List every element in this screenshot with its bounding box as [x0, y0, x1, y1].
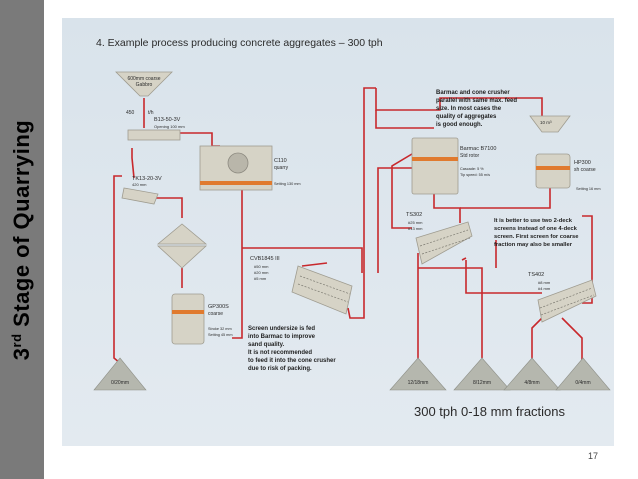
cone-detail-1: Stroke 32 mm: [208, 327, 232, 331]
note-barmac-line: is good enough.: [436, 122, 483, 128]
note-screens: It is better to use two 2-deck screens i…: [494, 218, 579, 248]
note-undersize-line: to feed it into the cone crusher: [248, 358, 336, 364]
hp300-feed-bin: [529, 115, 571, 133]
feed-hopper: [115, 71, 173, 97]
stockpile-4-8: [503, 357, 561, 391]
hp300-band: [536, 166, 570, 170]
ts402-screen: [537, 279, 597, 323]
ts302-decks: [419, 229, 471, 255]
grizzly-feeder: [127, 129, 181, 141]
note-undersize-line: into Barmac to improve: [248, 334, 316, 340]
ts402-deck-1: #8 mm: [538, 280, 551, 285]
barmac-name: Barmac B7100: [460, 146, 496, 152]
process-diagram-photo: 4. Example process producing concrete ag…: [62, 18, 614, 446]
stockpile-8-12: [453, 357, 511, 391]
barmac-detail-2: Tip speed: 55 m/s: [460, 173, 490, 177]
summary-text: 300 tph 0-18 mm fractions: [414, 404, 566, 419]
tk-name: TK13-20-3V: [132, 176, 162, 182]
note-screens-line: screen. First screen for coarse: [494, 234, 579, 240]
barmac-b7100: [411, 137, 459, 195]
hp300-detail: Setting 16 mm: [576, 187, 600, 191]
hp300-sub: sh coarse: [574, 167, 596, 173]
process-flow-diagram: 4. Example process producing concrete ag…: [62, 18, 614, 446]
tk-detail: 420 mm: [132, 182, 147, 187]
note-screens-line: It is better to use two 2-deck: [494, 218, 573, 224]
note-barmac-line: size. In most cases the: [436, 106, 502, 112]
note-barmac-line: quality of aggregates: [436, 114, 497, 120]
side-title-superscript: rd: [8, 333, 24, 348]
note-barmac-cone: Barmac and cone crusher parallel with sa…: [436, 90, 517, 128]
jaw-name: C110: [274, 158, 287, 164]
cvb-name: CVB1845 III: [250, 256, 280, 262]
note-undersize-line: It is not recommended: [248, 350, 312, 356]
jaw-crusher-band: [200, 181, 272, 185]
page-number: 17: [588, 451, 599, 461]
cvb-deck-2: #20 mm: [254, 270, 269, 275]
cone-name: GP300S: [208, 304, 229, 310]
hp300-name: HP300: [574, 160, 591, 166]
note-undersize-line: sand quality.: [248, 342, 285, 348]
feed-label-line2: Gabbro: [136, 82, 153, 88]
note-undersize: Screen undersize is fed into Barmac to i…: [248, 326, 336, 372]
cvb-decks: [297, 275, 351, 303]
pile-label-0-4: 0/4mm: [575, 380, 590, 386]
barmac-detail-1: Cascade: 5 %: [460, 167, 484, 171]
tk-scalping-screen: [121, 187, 159, 205]
cone-crusher-hp300: [535, 153, 571, 189]
cvb-deck-1: #50 mm: [254, 264, 269, 269]
cone-sub: coarse: [208, 311, 223, 317]
slide-side-title: 3rd Stage of Quarrying: [9, 120, 35, 360]
cone-detail-2: Setting 45 mm: [208, 333, 232, 337]
ts402-decks: [539, 287, 595, 316]
ts302-name: TS302: [406, 212, 422, 218]
cone-crusher-band: [172, 310, 204, 314]
jaw-sub: quarry: [274, 165, 289, 171]
surge-pile-bottom: [156, 245, 208, 269]
ts402-name: TS402: [528, 272, 544, 278]
side-title-text: Stage of Quarrying: [9, 119, 35, 327]
jaw-flywheel: [227, 152, 249, 174]
bin-label: 10 m³: [540, 120, 552, 125]
note-screens-line: fraction may also be smaller: [494, 242, 573, 248]
ts302-screen: [415, 221, 473, 265]
sidebar-strip: 3rd Stage of Quarrying: [0, 0, 44, 479]
pile-label-12-18: 12/18mm: [408, 380, 429, 386]
flow-lines: [113, 87, 593, 364]
grizzly-detail: Opening 100 mm: [154, 124, 185, 129]
stockpile-0-20: [93, 357, 147, 391]
note-barmac-line: Barmac and cone crusher: [436, 90, 510, 96]
cone-crusher-gp300s: [171, 293, 205, 345]
ts302-deck-2: #13 mm: [408, 226, 423, 231]
note-undersize-line: Screen undersize is fed: [248, 326, 315, 332]
feed-rate: 450: [126, 110, 135, 116]
pile-label-8-12: 8/12mm: [473, 380, 491, 386]
cvb-deck-3: #5 mm: [254, 276, 267, 281]
pile-label-4-8: 4/8mm: [524, 380, 539, 386]
ts302-deck-1: #25 mm: [408, 220, 423, 225]
stockpile-12-18: [389, 357, 447, 391]
side-title-number: 3: [9, 347, 35, 361]
surge-pile-top: [156, 223, 208, 245]
barmac-band: [412, 157, 458, 161]
grizzly-name: B13-50-3V: [154, 117, 181, 123]
ts402-deck-2: #4 mm: [538, 286, 551, 291]
cvb-screen: [291, 265, 353, 315]
barmac-sub: Std rotor: [460, 153, 480, 159]
stockpile-0-4: [555, 357, 611, 391]
jaw-detail: Setting 130 mm: [274, 182, 301, 186]
note-barmac-line: parallel with same max. feed: [436, 98, 517, 104]
diagram-heading: 4. Example process producing concrete ag…: [96, 37, 383, 49]
feed-label-line1: 600mm coarse: [127, 76, 160, 82]
feed-rate-unit: t/h: [148, 110, 154, 116]
note-screens-line: screens instead of one 4-deck: [494, 226, 578, 232]
note-undersize-line: due to risk of packing.: [248, 366, 312, 372]
pile-label-0-20: 0/20mm: [111, 380, 129, 386]
